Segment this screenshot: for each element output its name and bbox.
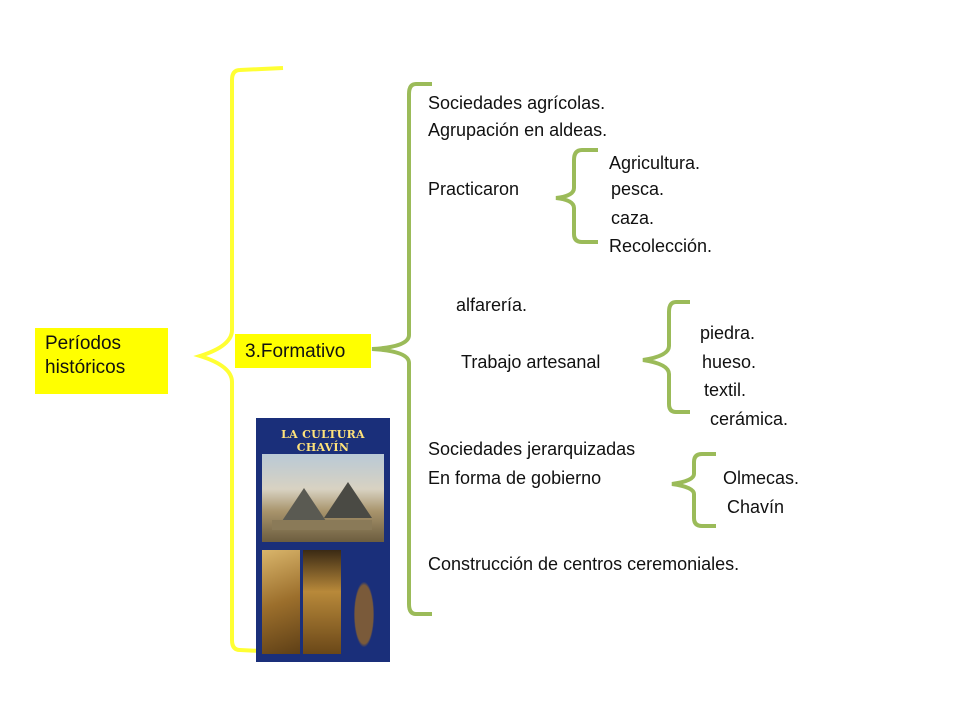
practicaron-item: Recolección. — [609, 236, 713, 256]
text-trabajo-artesanal: Trabajo artesanal — [461, 352, 601, 372]
chavin-culture-poster-image: LA CULTURA CHAVÍN — [256, 418, 390, 662]
main-yellow-bracket — [193, 66, 284, 654]
poster-stone-relief — [262, 550, 300, 654]
artesanal-item: hueso. — [702, 352, 757, 372]
text-sociedades-agricolas: Sociedades agrícolas. — [428, 93, 606, 113]
formativo-box: 3.Formativo — [235, 334, 371, 368]
text-alfareria: alfarería. — [456, 295, 528, 315]
artesanal-item: cerámica. — [710, 409, 789, 429]
practicaron-item: pesca. — [611, 179, 665, 199]
artesanal-item: textil. — [704, 380, 747, 400]
text-practicaron: Practicaron — [428, 179, 520, 199]
text-sociedades-jerarquizadas: Sociedades jerarquizadas — [428, 439, 636, 459]
text-construccion-centros: Construcción de centros ceremoniales. — [428, 554, 740, 574]
practicaron-item: caza. — [611, 208, 655, 228]
artesanal-bracket — [642, 300, 690, 414]
artesanal-item: piedra. — [700, 323, 756, 343]
text-forma-gobierno: En forma de gobierno — [428, 468, 602, 488]
poster-landscape-photo — [262, 454, 384, 542]
gobierno-bracket — [671, 452, 716, 528]
poster-title: LA CULTURA CHAVÍN — [281, 428, 365, 454]
poster-statue — [303, 550, 341, 654]
formativo-green-bracket — [371, 82, 432, 616]
gobierno-item: Chavín — [727, 497, 785, 517]
text-agrupacion-aldeas: Agrupación en aldeas. — [428, 120, 608, 140]
gobierno-item: Olmecas. — [723, 468, 800, 488]
poster-ceramic-vessel — [344, 550, 384, 654]
practicaron-item: Agricultura. — [609, 153, 701, 173]
practicaron-bracket — [555, 148, 598, 244]
periodos-historicos-box: Períodos históricos — [35, 328, 168, 394]
